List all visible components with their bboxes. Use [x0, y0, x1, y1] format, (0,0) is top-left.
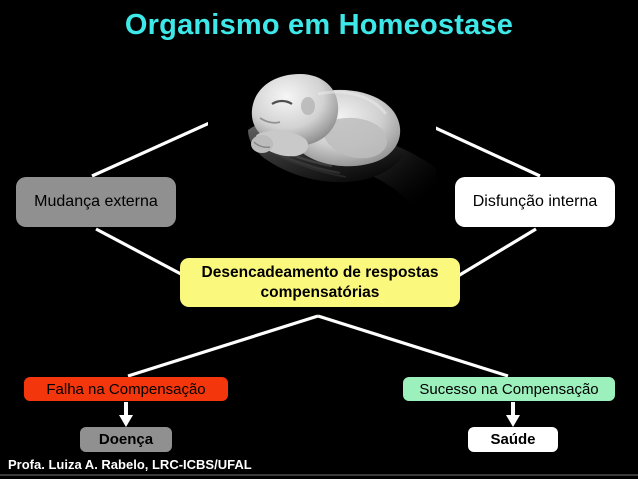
- arrow-sucesso-to-saude: [506, 402, 520, 427]
- node-doenca[interactable]: Doença: [80, 427, 172, 452]
- node-mudanca-externa[interactable]: Mudança externa: [16, 177, 176, 227]
- node-desencadeamento-respostas-compensatorias[interactable]: Desencadeamento de respostas compensatór…: [180, 258, 460, 307]
- node-saude[interactable]: Saúde: [468, 427, 558, 452]
- connector-apex-to-disfuncao-interna: [317, 72, 541, 178]
- node-desencadeamento-text: Desencadeamento de respostas compensatór…: [202, 263, 439, 303]
- node-disfuncao-interna-label: Disfunção interna: [472, 193, 598, 210]
- footer-credit: Profa. Luiza A. Rabelo, LRC-ICBS/UFAL: [8, 457, 252, 472]
- footer-divider: [0, 474, 638, 476]
- node-falha-na-compensacao[interactable]: Falha na Compensação: [24, 377, 228, 401]
- node-desencadeamento-line2: compensatórias: [260, 283, 380, 301]
- connector-apex-to-mudanca-externa: [91, 72, 319, 178]
- connector-desencadeamento-to-falha: [127, 314, 319, 378]
- arrow-falha-to-doenca: [119, 402, 133, 427]
- connector-desencadeamento-to-sucesso: [317, 314, 509, 378]
- node-desencadeamento-line1: Desencadeamento de respostas: [201, 263, 439, 281]
- node-disfuncao-interna[interactable]: Disfunção interna: [455, 177, 615, 227]
- node-falha-label: Falha na Compensação: [46, 380, 206, 398]
- connector-disfuncao-interna-to-desencadeamento: [447, 227, 537, 284]
- node-sucesso-na-compensacao[interactable]: Sucesso na Compensação: [403, 377, 615, 401]
- connector-mudanca-externa-to-desencadeamento: [95, 227, 197, 284]
- node-mudanca-externa-label: Mudança externa: [34, 193, 158, 210]
- page-title: Organismo em Homeostase: [124, 9, 514, 41]
- node-sucesso-label: Sucesso na Compensação: [419, 380, 599, 398]
- node-saude-label: Saúde: [490, 431, 536, 448]
- node-doenca-label: Doença: [98, 431, 154, 448]
